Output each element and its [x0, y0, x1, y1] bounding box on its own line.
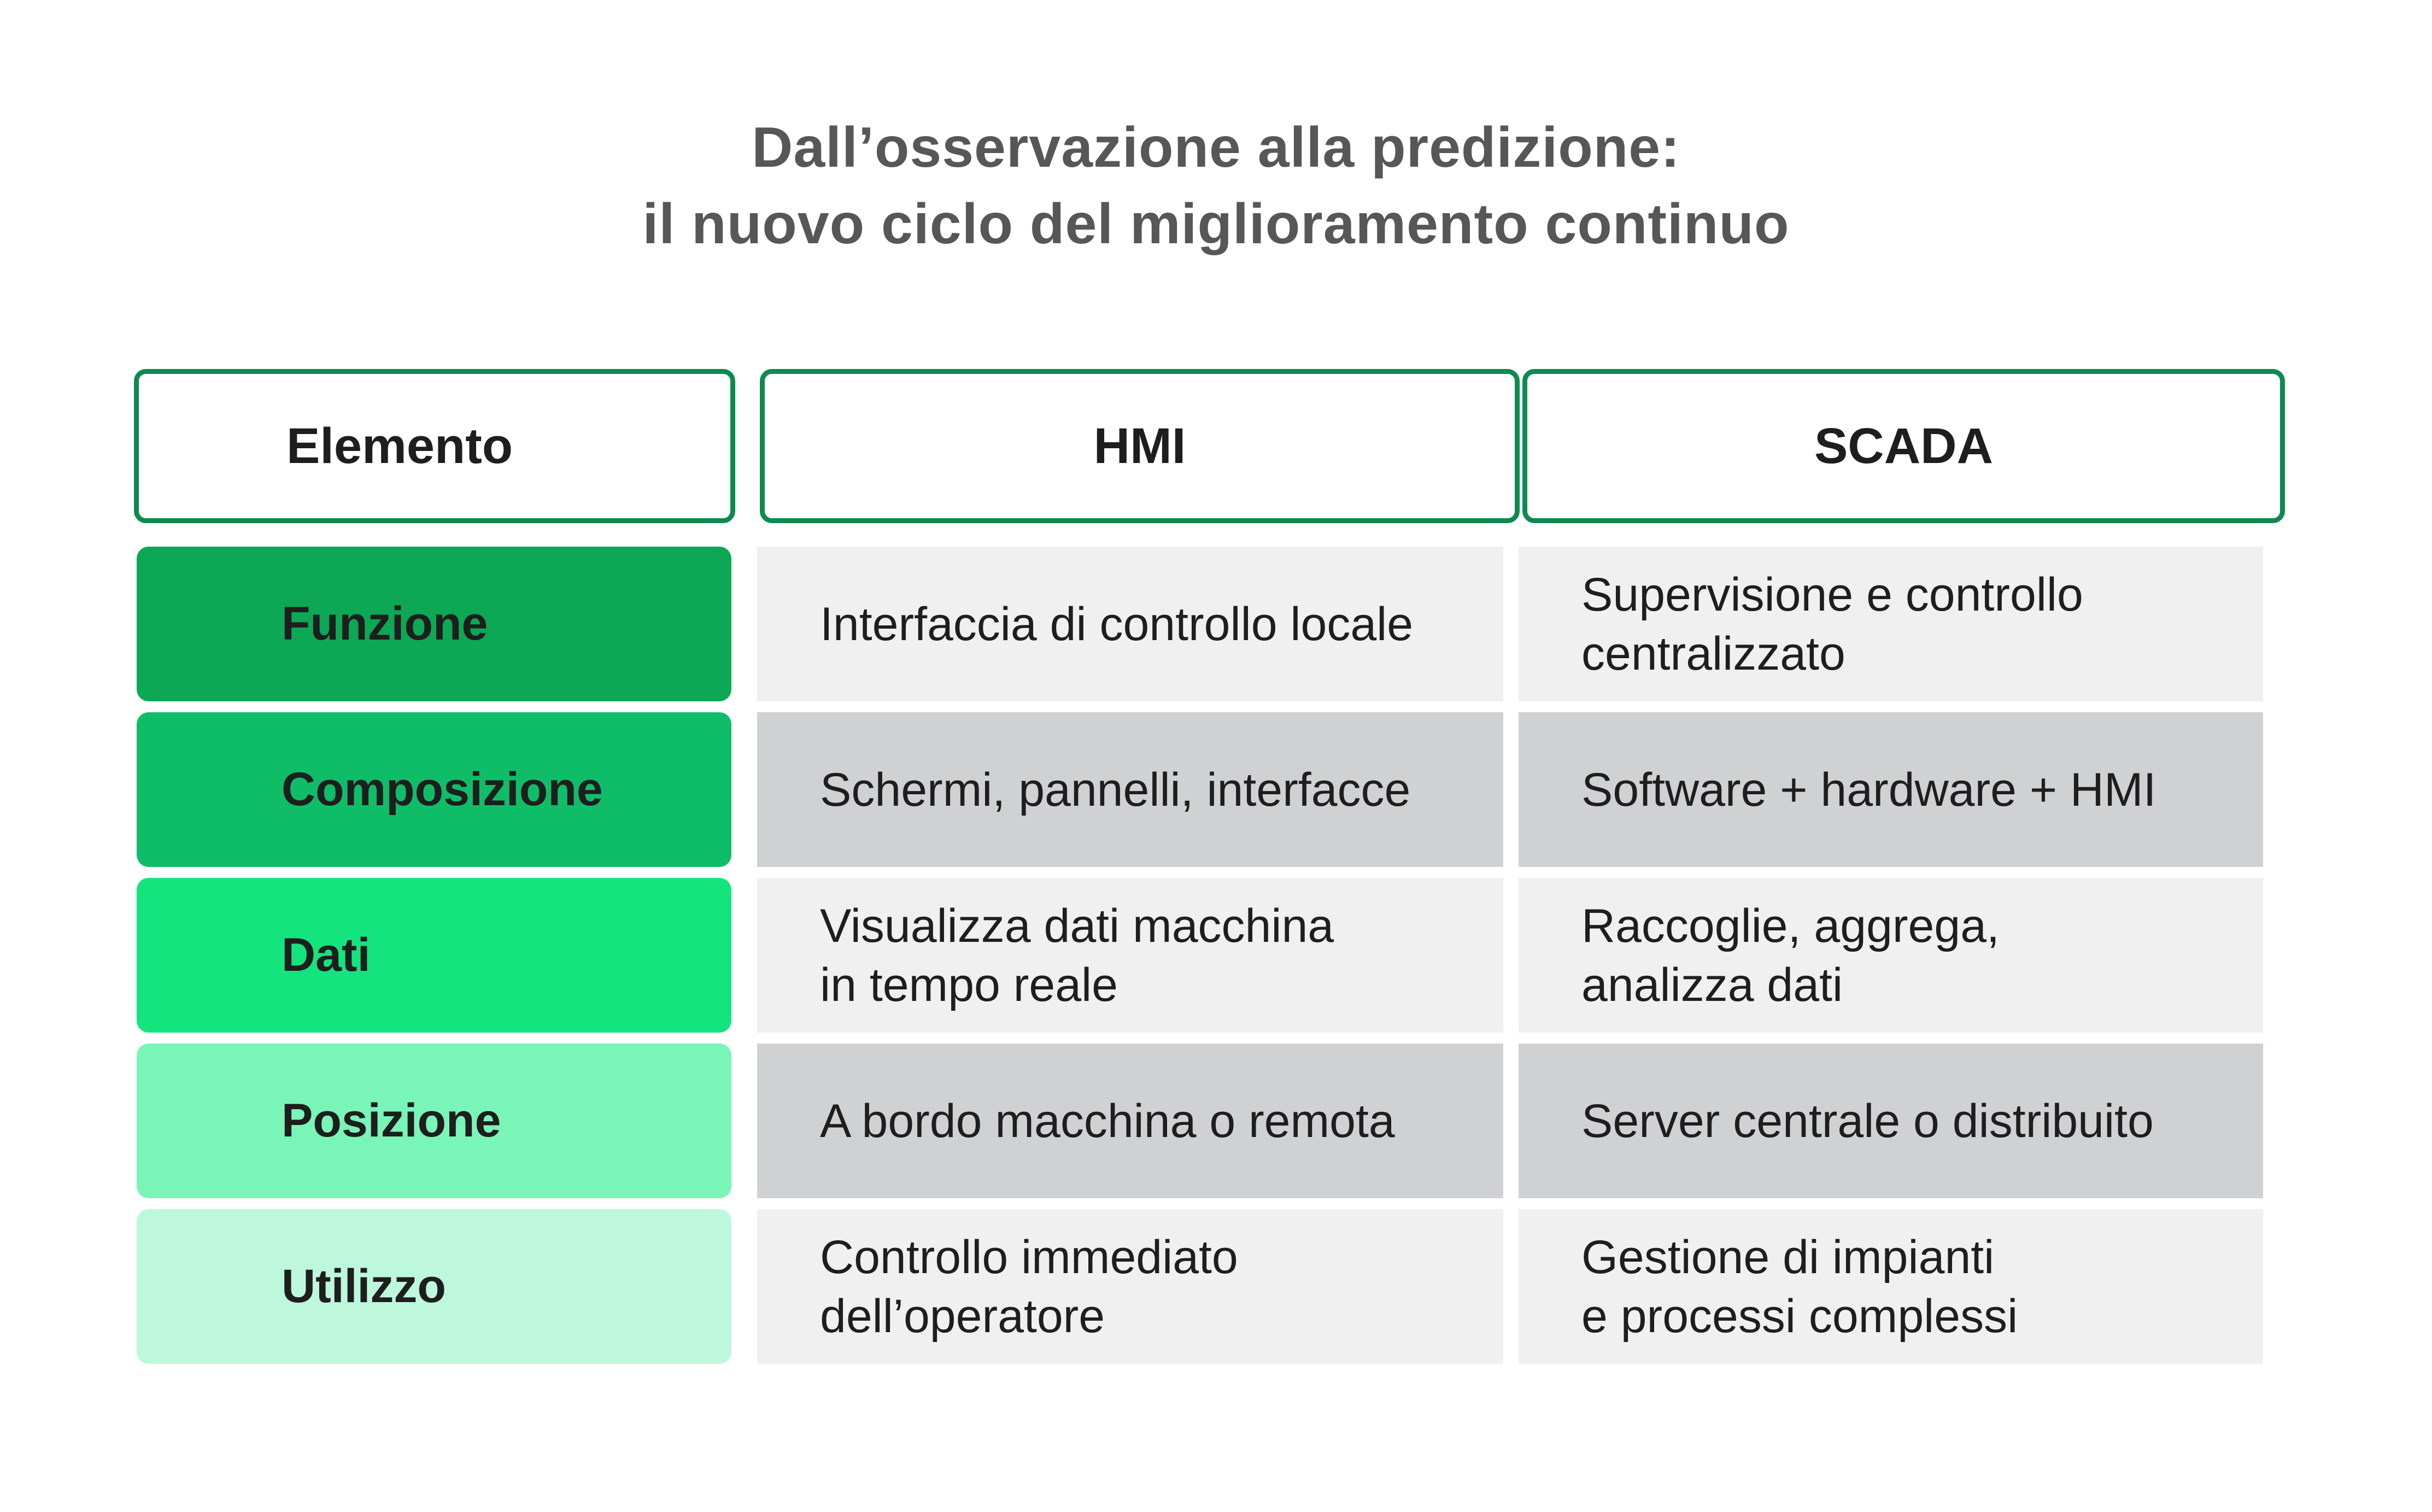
row-label-dati: Dati — [137, 878, 731, 1033]
header-hmi: HMI — [760, 369, 1520, 523]
row-label-text: Posizione — [282, 1094, 501, 1147]
cell-text: Gestione di impianti e processi compless… — [1581, 1230, 2018, 1343]
cell-scada-composizione: Software + hardware + HMI — [1519, 712, 2263, 867]
cell-text: Supervisione e controllo centralizzato — [1581, 568, 2083, 680]
cell-scada-dati: Raccoglie, aggrega, analizza dati — [1519, 878, 2263, 1033]
row-label-composizione: Composizione — [137, 712, 731, 867]
header-label: Elemento — [286, 418, 513, 474]
header-label: HMI — [1093, 418, 1186, 474]
cell-hmi-composizione: Schermi, pannelli, interfacce — [757, 712, 1503, 867]
cell-text: Schermi, pannelli, interfacce — [820, 763, 1411, 816]
cell-text: Server centrale o distribuito — [1581, 1094, 2154, 1147]
header-label: SCADA — [1814, 418, 1994, 474]
row-label-utilizzo: Utilizzo — [137, 1209, 731, 1364]
cell-text: A bordo macchina o remota — [820, 1094, 1395, 1147]
cell-hmi-funzione: Interfaccia di controllo locale — [757, 547, 1503, 701]
title-line-1: Dall’osservazione alla predizione: — [752, 116, 1680, 179]
row-label-text: Composizione — [282, 763, 603, 816]
row-label-funzione: Funzione — [137, 547, 731, 701]
cell-hmi-dati: Visualizza dati macchina in tempo reale — [757, 878, 1503, 1033]
page-title: Dall’osservazione alla predizione: il nu… — [0, 109, 2432, 262]
cell-text: Software + hardware + HMI — [1581, 763, 2156, 816]
cell-scada-funzione: Supervisione e controllo centralizzato — [1519, 547, 2263, 701]
cell-hmi-posizione: A bordo macchina o remota — [757, 1044, 1503, 1198]
row-label-text: Funzione — [282, 597, 488, 650]
cell-text: Controllo immediato dell’operatore — [820, 1230, 1238, 1343]
title-line-2: il nuovo ciclo del miglioramento continu… — [642, 192, 1790, 256]
cell-text: Raccoglie, aggrega, analizza dati — [1581, 899, 2000, 1011]
cell-scada-utilizzo: Gestione di impianti e processi compless… — [1519, 1209, 2263, 1364]
row-label-text: Utilizzo — [282, 1260, 446, 1312]
cell-text: Visualizza dati macchina in tempo reale — [820, 899, 1334, 1011]
cell-hmi-utilizzo: Controllo immediato dell’operatore — [757, 1209, 1503, 1364]
header-scada: SCADA — [1522, 369, 2285, 523]
row-label-text: Dati — [282, 929, 371, 981]
cell-scada-posizione: Server centrale o distribuito — [1519, 1044, 2263, 1198]
row-label-posizione: Posizione — [137, 1044, 731, 1198]
header-elemento: Elemento — [134, 369, 735, 523]
cell-text: Interfaccia di controllo locale — [820, 597, 1414, 650]
